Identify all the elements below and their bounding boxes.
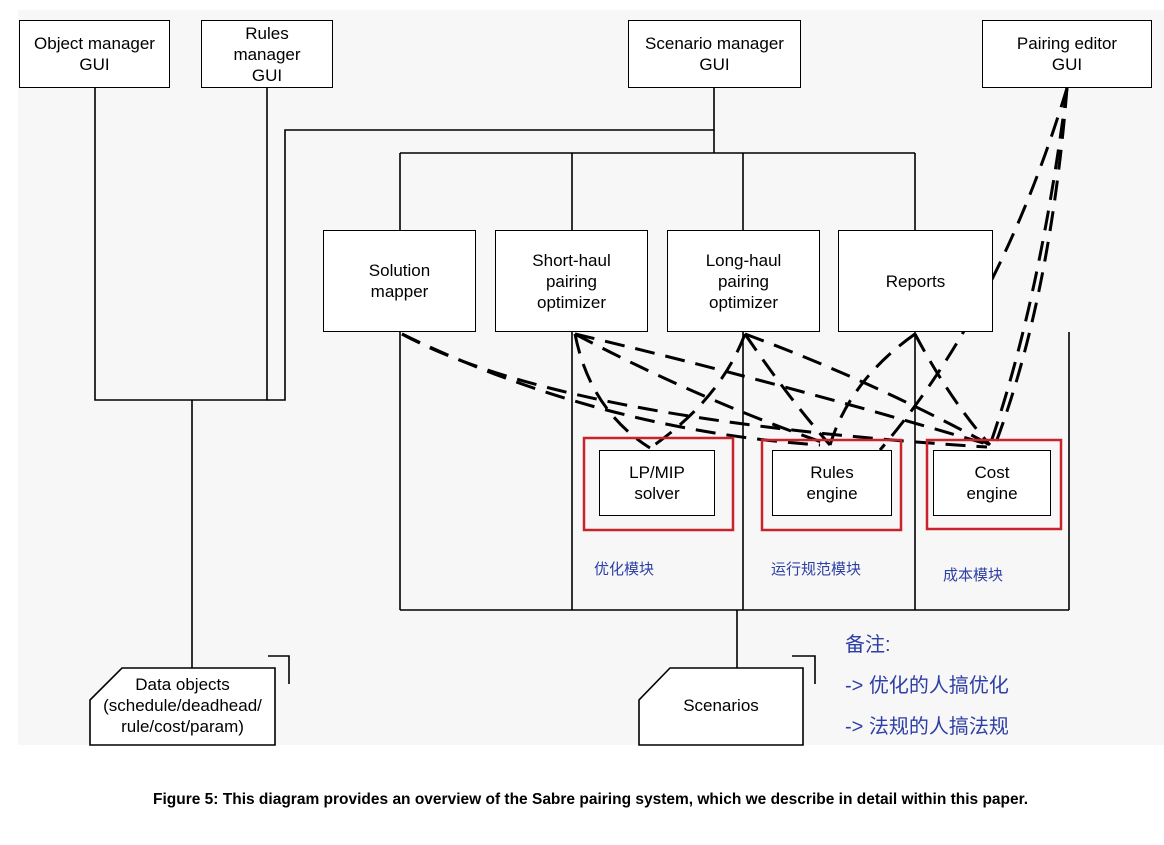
scenario-manager-box: Scenario manager GUI xyxy=(628,20,801,88)
notes-line-1: -> 优化的人搞优化 xyxy=(845,675,1009,697)
rules-engine-box: Rules engine xyxy=(772,450,892,516)
cost-engine-box: Cost engine xyxy=(933,450,1051,516)
long-haul-optimizer-box: Long-haul pairing optimizer xyxy=(667,230,820,332)
solution-mapper-box: Solution mapper xyxy=(323,230,476,332)
short-haul-optimizer-box: Short-haul pairing optimizer xyxy=(495,230,648,332)
object-manager-box: Object manager GUI xyxy=(19,20,170,88)
module-highlights xyxy=(582,436,1063,532)
rules-manager-box: Rules manager GUI xyxy=(201,20,333,88)
scenarios-label: Scenarios xyxy=(683,696,759,715)
lp-mip-solver-box: LP/MIP solver xyxy=(599,450,715,516)
solid-connectors xyxy=(94,88,1070,668)
pairing-editor-box: Pairing editor GUI xyxy=(982,20,1152,88)
notes-line-2: -> 法规的人搞法规 xyxy=(845,716,1009,738)
scenarios-shape xyxy=(638,667,804,746)
figure-caption: Figure 5: This diagram provides an overv… xyxy=(153,791,1029,808)
optimization-highlight xyxy=(582,436,735,532)
data-objects-label: Data objects (schedule/deadhead/ rule/co… xyxy=(103,675,262,736)
cost-highlight xyxy=(925,438,1063,531)
reports-box: Reports xyxy=(838,230,993,332)
cost-module-label: 成本模块 xyxy=(943,567,1004,584)
document-shapes xyxy=(89,655,816,746)
optimization-module-label: 优化模块 xyxy=(594,561,655,578)
data-objects-shape xyxy=(89,667,276,746)
notes-title: 备注: xyxy=(845,634,891,656)
rules-highlight xyxy=(760,438,903,532)
diagram-background xyxy=(18,10,1164,745)
rules-module-label: 运行规范模块 xyxy=(771,561,862,578)
